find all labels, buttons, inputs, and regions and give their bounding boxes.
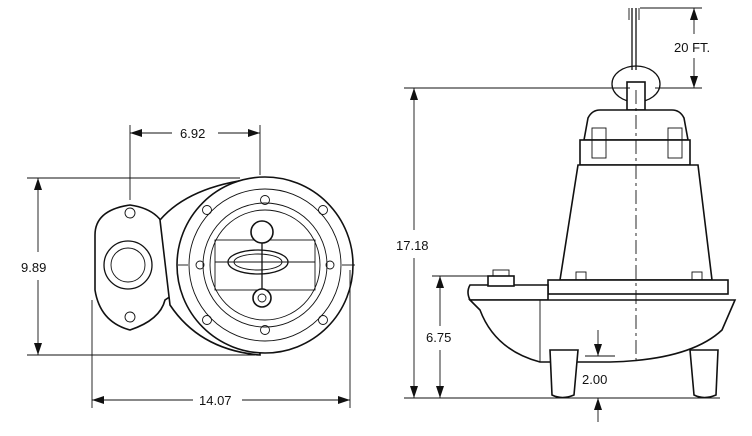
plan-height-label: 9.89 [21,260,46,275]
cord-length-dimension [640,7,702,89]
overall-height-dimension [404,87,720,399]
discharge-height-dimension [432,275,488,398]
pump-top-view-icon [94,176,355,356]
bolt-spacing-label: 6.92 [180,126,205,141]
leg-height-label: 2.00 [582,372,607,387]
cord-length-label: 20 FT. [674,40,710,55]
overall-height-label: 17.18 [396,238,429,253]
plan-width-dimension [91,270,351,408]
plan-width-label: 14.07 [199,393,232,408]
pump-side-elevation-icon [467,8,737,399]
plan-height-dimension [27,177,255,356]
bolt-spacing-dimension [129,125,261,200]
leg-height-dimension [585,330,615,422]
discharge-height-label: 6.75 [426,330,451,345]
